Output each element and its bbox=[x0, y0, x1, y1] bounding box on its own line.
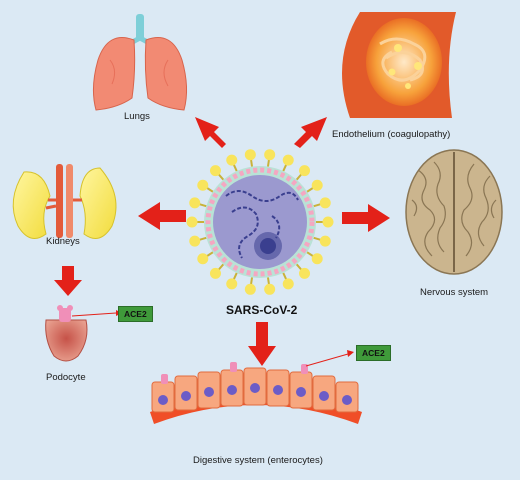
spike-head bbox=[189, 235, 201, 247]
enterocyte-cells bbox=[151, 367, 359, 413]
sars-cov-2-virion bbox=[186, 149, 334, 295]
spike-head bbox=[244, 149, 256, 161]
arrow-to-digestive bbox=[248, 322, 276, 366]
spike-head bbox=[226, 278, 238, 290]
digestive-system-label: Digestive system (enterocytes) bbox=[193, 455, 323, 466]
spike-head bbox=[319, 197, 331, 209]
podocyte-illustration bbox=[45, 305, 122, 362]
spike-head bbox=[282, 278, 294, 290]
kidneys-label: Kidneys bbox=[46, 236, 80, 247]
ace2-badge-podocyte: ACE2 bbox=[118, 306, 153, 322]
spike-head bbox=[244, 283, 256, 295]
podocyte-label: Podocyte bbox=[46, 372, 86, 383]
spike-head bbox=[264, 149, 276, 161]
kidneys-illustration bbox=[12, 164, 117, 239]
spike-head bbox=[186, 216, 198, 228]
arrow-to-nervous-system bbox=[342, 204, 390, 232]
brain-illustration bbox=[405, 149, 503, 275]
endothelium-label: Endothelium (coagulopathy) bbox=[332, 129, 451, 140]
spike-head bbox=[264, 283, 276, 295]
nervous-system-label: Nervous system bbox=[420, 287, 489, 298]
spike-head bbox=[197, 179, 209, 191]
spike-head bbox=[226, 154, 238, 166]
spike-head bbox=[299, 267, 311, 279]
spike-head bbox=[197, 253, 209, 265]
spike-head bbox=[209, 267, 221, 279]
ace2-badge-digestive: ACE2 bbox=[356, 345, 391, 361]
spike-head bbox=[189, 197, 201, 209]
digestive-illustration bbox=[150, 350, 362, 424]
spike-head bbox=[282, 154, 294, 166]
lungs-illustration bbox=[92, 14, 188, 111]
arrow-to-kidneys bbox=[138, 202, 186, 230]
spike-head bbox=[319, 235, 331, 247]
ace2-receptor-markers bbox=[161, 362, 308, 384]
spike-proteins bbox=[186, 149, 334, 295]
endothelium-illustration bbox=[342, 12, 456, 118]
spike-head bbox=[311, 179, 323, 191]
spike-head bbox=[322, 216, 334, 228]
arrow-kidneys-to-podocyte bbox=[54, 266, 82, 296]
arrow-to-endothelium bbox=[294, 117, 327, 148]
virus-label: SARS-CoV-2 bbox=[226, 303, 298, 317]
lungs-label: Lungs bbox=[124, 111, 150, 122]
spike-head bbox=[209, 165, 221, 177]
spike-head bbox=[311, 253, 323, 265]
spike-head bbox=[299, 165, 311, 177]
arrow-to-lungs bbox=[195, 117, 226, 148]
